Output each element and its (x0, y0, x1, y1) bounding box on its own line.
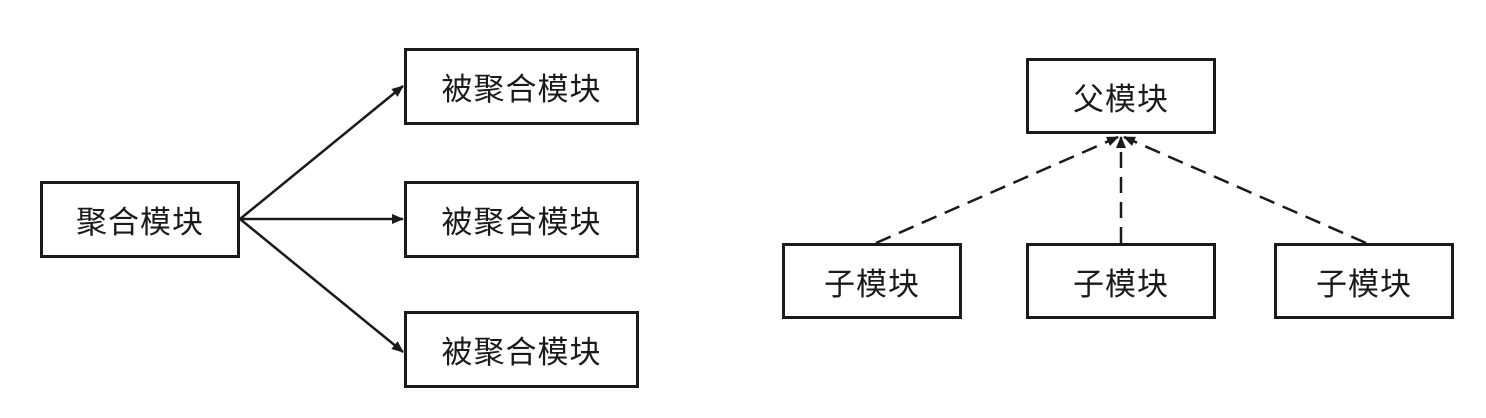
aggregate-module-box: 聚合模块 (40, 181, 240, 258)
child-module-box-3: 子模块 (1274, 243, 1454, 319)
child-module-box-2: 子模块 (1026, 243, 1216, 319)
child-module-box-1: 子模块 (782, 243, 962, 319)
parent-module-label: 父模块 (1073, 81, 1169, 118)
parent-module-box: 父模块 (1026, 58, 1216, 134)
aggregated-module-box-2: 被聚合模块 (404, 181, 639, 258)
child-module-label: 子模块 (1316, 266, 1412, 303)
aggregation-arrow-bottom (239, 218, 404, 353)
child-module-label: 子模块 (824, 266, 920, 303)
inheritance-arrow-right (1123, 135, 1367, 245)
aggregated-module-label: 被聚合模块 (441, 72, 602, 108)
child-module-label: 子模块 (1073, 266, 1169, 303)
inheritance-arrow-left (875, 135, 1119, 245)
aggregated-module-box-1: 被聚合模块 (404, 48, 639, 125)
aggregated-module-label: 被聚合模块 (441, 205, 602, 241)
aggregated-module-label: 被聚合模块 (441, 335, 602, 371)
aggregation-arrow-top (239, 85, 404, 220)
aggregated-module-box-3: 被聚合模块 (404, 311, 639, 388)
aggregate-module-label: 聚合模块 (76, 205, 204, 241)
